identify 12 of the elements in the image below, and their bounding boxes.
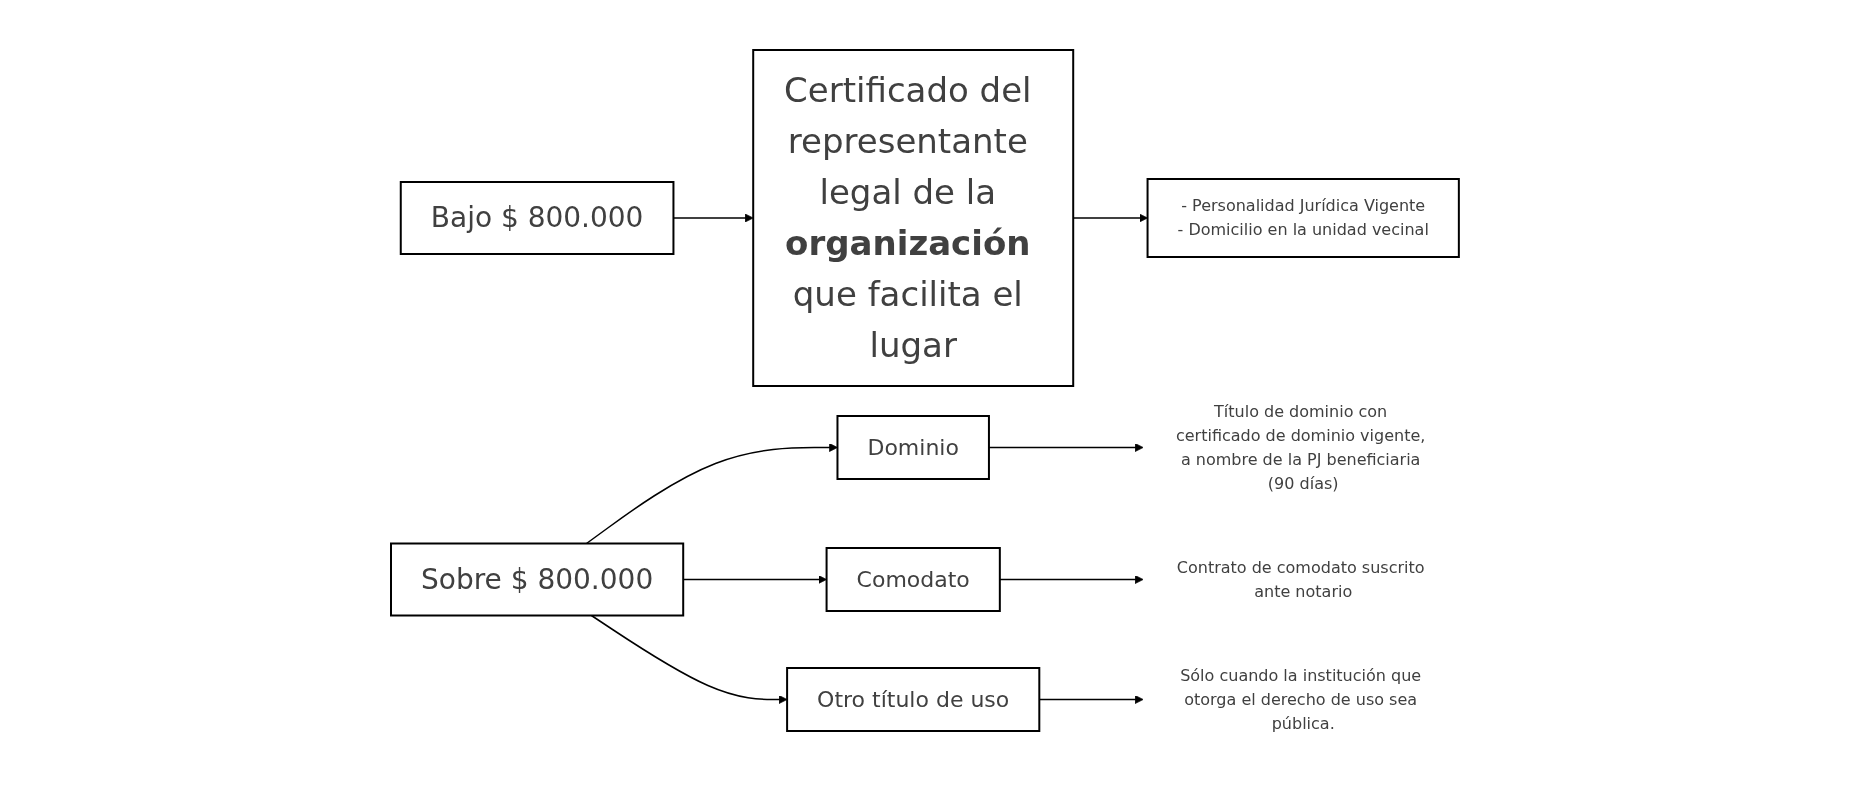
- node-text: Contrato de comodato suscrito ante notario: [1176, 557, 1425, 601]
- node-box: Otro título de uso: [786, 667, 1041, 733]
- node-box: Sobre $ 800.000: [389, 542, 685, 617]
- node-box: - Personalidad Jurídica Vigente - Domicilio en la unidad vecinal: [1146, 178, 1460, 259]
- node-box: Certificado del representante legal de la organización que facilita el lugar: [752, 49, 1075, 388]
- node-text: Título de dominio con certificado de dominio vigente, a nombre de la PJ beneficiaria (90 días): [1175, 401, 1426, 493]
- arrow: [988, 443, 1144, 453]
- node-box: Dominio: [836, 415, 990, 481]
- arrow: [585, 443, 838, 545]
- node-box: Comodato: [825, 547, 1001, 613]
- node-text: Sólo cuando la institución que otorga el derecho de uso sea pública.: [1180, 665, 1422, 733]
- node-box: Bajo $ 800.000: [399, 181, 675, 256]
